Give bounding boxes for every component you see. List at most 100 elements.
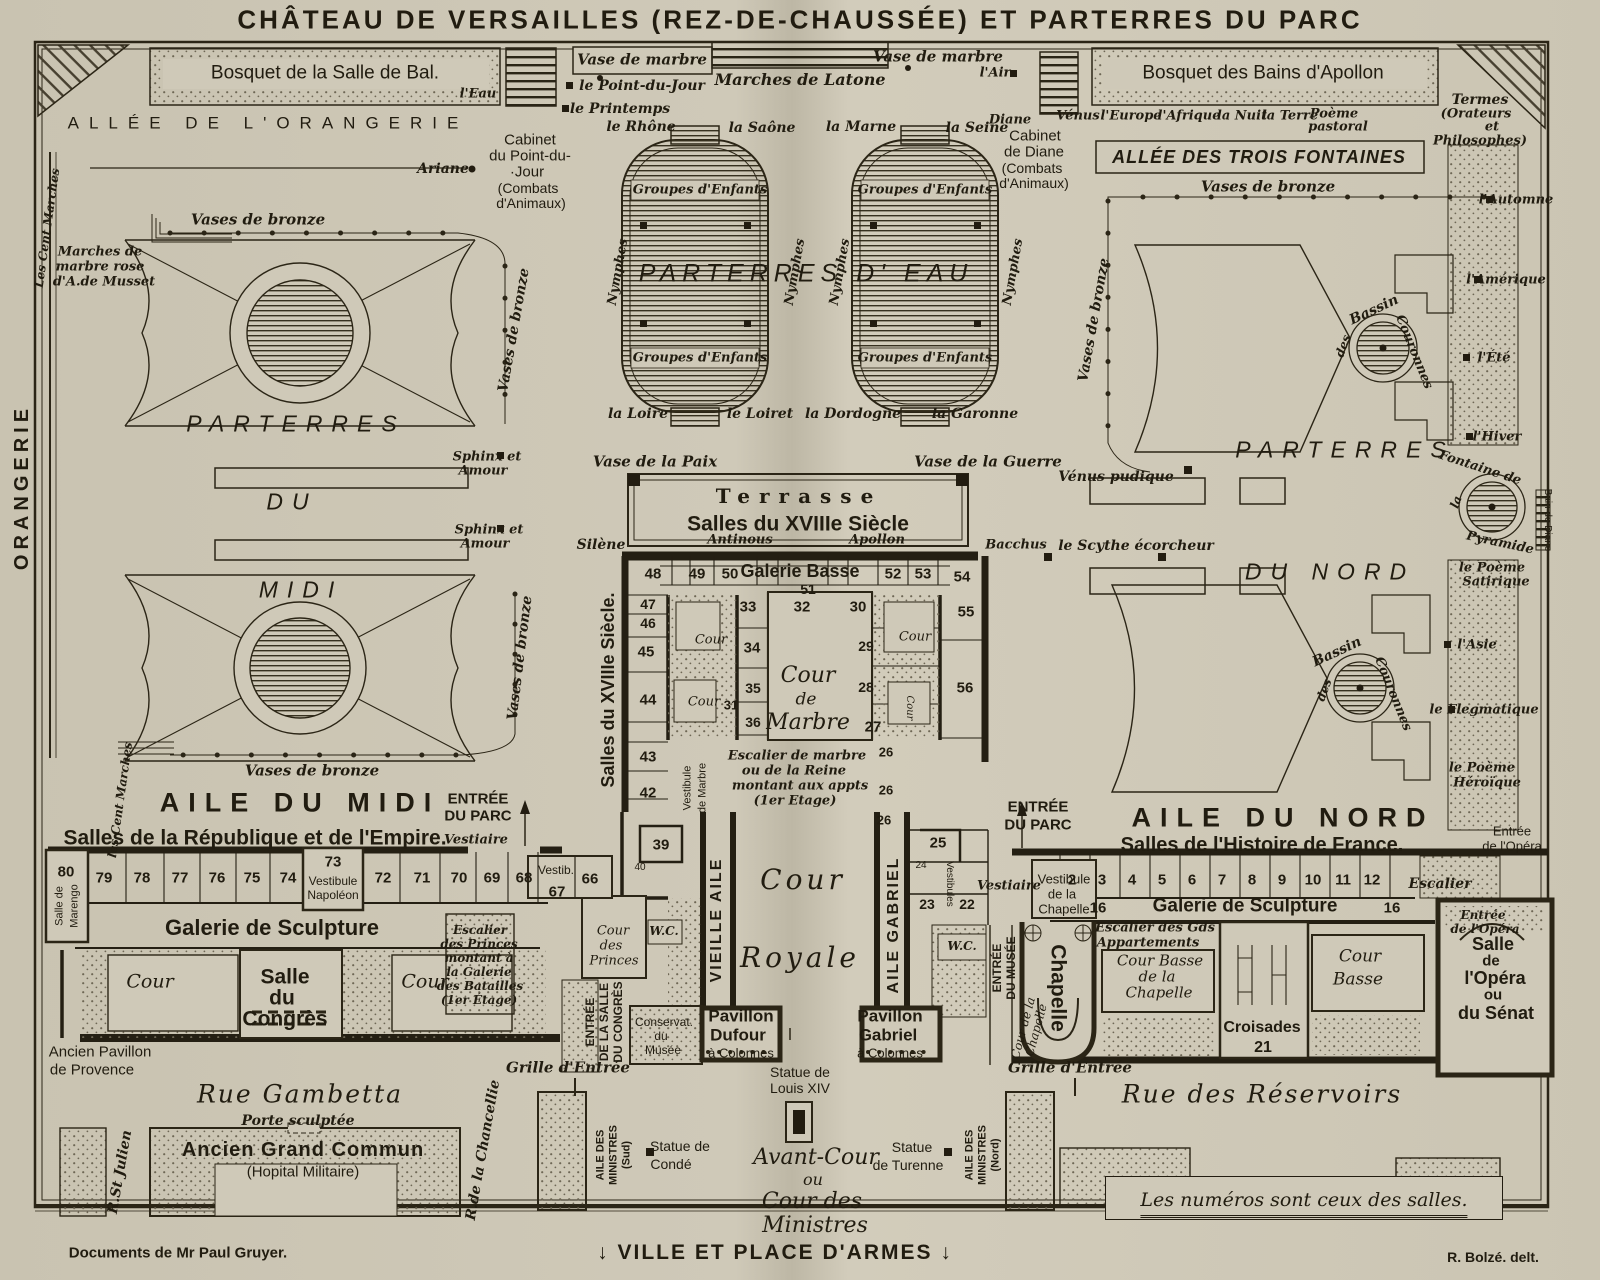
map-label: Sphinx et	[452, 449, 522, 465]
map-label: AILE DES	[963, 1129, 976, 1181]
map-label: 28	[858, 679, 874, 695]
map-label: l'Hiver	[1472, 429, 1522, 445]
map-label: la Marne	[825, 119, 897, 135]
map-label: Chapelle	[1125, 983, 1193, 1002]
map-label: 11	[1335, 871, 1351, 889]
map-label: Salles du XVIIIe Siècle	[687, 512, 909, 536]
map-label: 26	[876, 812, 892, 828]
map-label: Vestibules	[944, 861, 955, 907]
map-label: Pavillon	[857, 1006, 923, 1026]
map-label: 45	[637, 643, 655, 661]
map-label: le Printemps	[569, 101, 671, 117]
map-label: Grille d'Entrée	[1008, 1058, 1132, 1077]
map-label: des	[599, 938, 623, 954]
caption-ville-place-darmes: ↓ VILLE ET PLACE D'ARMES ↓	[597, 1241, 953, 1264]
map-label: 66	[581, 870, 599, 888]
map-label: Congrès	[242, 1007, 328, 1031]
map-label: Rue des Réservoirs	[1121, 1079, 1403, 1109]
map-label: Salles de la République et de l'Empire.	[63, 826, 447, 850]
map-label: 71	[413, 869, 431, 887]
map-label: ou de la Reine	[741, 763, 847, 779]
map-label: 76	[208, 869, 226, 887]
map-label: Amour	[458, 463, 508, 479]
map-label: ENTRÉE	[583, 997, 597, 1047]
map-label: Cour	[126, 970, 174, 993]
map-label: des Princes	[440, 937, 518, 951]
map-label: AILE DU NORD	[1131, 802, 1435, 833]
map-label: Ancien Pavillon	[48, 1043, 152, 1061]
map-label: le Flegmatique	[1429, 702, 1539, 718]
map-label: DE LA SALLE	[597, 982, 611, 1062]
credit-documents: Documents de Mr Paul Gruyer.	[68, 1244, 288, 1262]
map-label: Cour	[687, 694, 721, 710]
legend-note-text: Les numéros sont ceux des salles.	[1140, 1189, 1468, 1218]
map-label: 16	[1383, 899, 1401, 917]
map-label: 75	[243, 869, 261, 887]
credit-delineator: R. Bolzé. delt.	[1447, 1249, 1539, 1265]
map-label: PARTERRES	[186, 410, 406, 437]
map-label: montant aux appts	[731, 778, 869, 794]
map-label: la Loire	[607, 406, 669, 422]
map-label: ou	[803, 1170, 823, 1189]
map-label: Conservat.	[634, 1015, 694, 1029]
map-label: Galerie de Sculpture	[165, 915, 379, 940]
map-label: montant à	[444, 951, 514, 965]
map-label: Basse	[1332, 969, 1384, 990]
map-label: Vase de la Paix	[592, 452, 718, 471]
map-label: à Colonnes	[708, 1045, 774, 1061]
map-label: Napoléon	[307, 888, 359, 902]
map-label: de l'Opéra	[1450, 922, 1520, 936]
map-label: Escalier de marbre	[727, 748, 867, 764]
map-label: Grille d'Entrée	[506, 1058, 630, 1077]
map-label: le Scythe écorcheur	[1058, 538, 1214, 554]
map-label: 46	[640, 615, 656, 631]
map-label: Avant-Cour	[753, 1145, 879, 1170]
map-label: Marches de	[57, 244, 143, 260]
map-label: (1er Étage)	[440, 993, 518, 1007]
map-label: Philosophes)	[1432, 133, 1528, 149]
map-label: 47	[640, 596, 656, 612]
map-label: le Poème	[1458, 560, 1526, 576]
map-label: Bosquet des Bains d'Apollon	[1142, 62, 1384, 84]
map-label: 3	[1097, 871, 1107, 889]
map-label: Diane	[988, 112, 1032, 128]
map-label: Vestiaire	[977, 878, 1041, 894]
map-label: ALLÉE DES TROIS FONTAINES	[1112, 147, 1406, 167]
map-label: Terrasse	[715, 484, 883, 508]
map-label: 8	[1247, 871, 1257, 889]
map-label: Vase de marbre	[873, 47, 1003, 66]
map-label: 73	[324, 853, 342, 871]
map-label: 55	[957, 603, 975, 621]
map-label: Vase de marbre	[577, 50, 707, 69]
map-label: AILE DU MIDI	[159, 787, 441, 818]
map-label: l'Opéra	[1464, 968, 1526, 988]
map-label: MINISTRES	[607, 1125, 620, 1185]
map-label: Royale	[740, 941, 860, 974]
map-label: 27	[864, 718, 882, 736]
map-label: 80	[57, 863, 75, 881]
map-label: 51	[800, 581, 816, 597]
map-label: Vestiaire	[444, 832, 508, 848]
map-label: d'A.de Musset	[52, 274, 156, 290]
map-label: Salle de	[53, 886, 66, 926]
map-label: 50	[721, 565, 739, 583]
map-label: DU PARC	[444, 807, 512, 825]
map-label: (Orateurs	[1440, 106, 1512, 122]
map-label: Porte sculptée	[241, 1113, 355, 1129]
map-label: (Combats	[1001, 160, 1063, 176]
map-label: Gabriel	[858, 1025, 918, 1045]
map-label: 2	[1067, 871, 1077, 889]
map-label: Vases de bronze	[244, 761, 380, 780]
map-title: CHÂTEAU DE VERSAILLES (REZ-DE-CHAUSSÉE) …	[237, 4, 1363, 35]
map-label: 68	[515, 869, 533, 887]
map-label: Antinous	[707, 532, 773, 548]
map-label: Apollon	[849, 532, 905, 548]
map-label: de	[1482, 952, 1500, 970]
map-label: Cour	[898, 629, 932, 645]
map-label: la Terre	[1261, 108, 1319, 124]
map-label: Marbre	[766, 710, 850, 735]
map-label: ·Jour	[509, 163, 545, 181]
map-label: Vase de la Guerre	[914, 452, 1062, 471]
map-label: la Galerie	[446, 965, 512, 979]
map-label: Escalier des Gds	[1095, 920, 1215, 936]
